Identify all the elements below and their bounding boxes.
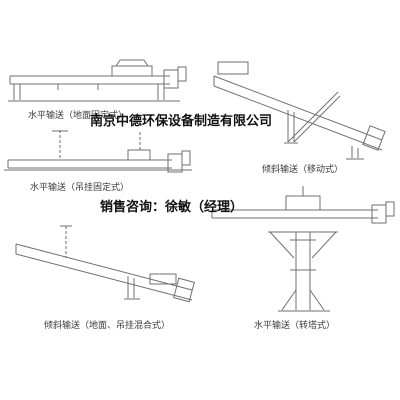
feed-hopper: [218, 62, 248, 74]
diagram-horizontal-hanging-fixed: [4, 130, 192, 172]
feed-hopper: [128, 150, 150, 160]
drive-motor: [174, 278, 195, 301]
drive-motor: [164, 70, 178, 88]
caption-inclined-mixed: 倾斜输送（地面、吊挂混合式）: [44, 321, 171, 331]
turret-head: [286, 196, 320, 210]
sales-contact-banner: 销售咨询：徐敏（经理）: [100, 200, 244, 215]
company-name-banner: 南京中德环保设备制造有限公司: [90, 114, 273, 129]
caption-horizontal-hanging-fixed: 水平输送（吊挂固定式）: [30, 183, 130, 193]
caption-horizontal-ground-fixed: 水平输送（地面固定式）: [28, 111, 128, 121]
diagram-horizontal-ground-fixed: [8, 60, 186, 101]
feed-hopper: [150, 274, 176, 284]
feed-hopper: [112, 66, 152, 76]
diagram-inclined-mixed: [16, 226, 194, 302]
caption-horizontal-turret: 水平输送（转塔式）: [254, 321, 336, 331]
drive-motor: [168, 154, 182, 172]
caption-inclined-mobile: 倾斜输送（移动式）: [262, 165, 344, 175]
drive-motor: [372, 205, 386, 223]
diagram-inclined-mobile: [214, 62, 385, 159]
diagram-horizontal-turret: [212, 186, 394, 311]
drive-motor: [363, 126, 385, 150]
